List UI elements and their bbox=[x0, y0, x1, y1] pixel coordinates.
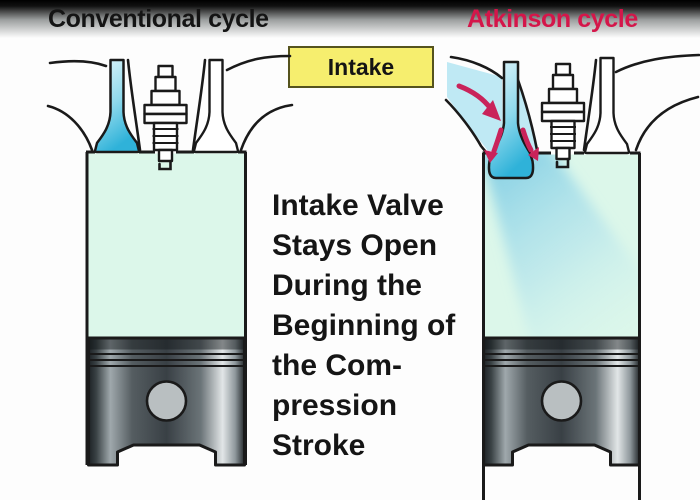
conventional-cycle-title: Conventional cycle bbox=[48, 5, 269, 33]
conventional-exhaust-valve-closed bbox=[192, 58, 240, 154]
intake-flow-arrows bbox=[456, 83, 539, 163]
atkinson-intake-stream bbox=[485, 154, 638, 338]
atkinson-port-walls bbox=[444, 53, 700, 155]
atkinson-engine bbox=[444, 53, 700, 500]
piston-crown-band bbox=[485, 339, 638, 350]
conventional-piston bbox=[87, 336, 246, 467]
piston-wrist-pin bbox=[145, 380, 188, 422]
intake-label-text: Intake bbox=[327, 53, 395, 80]
atkinson-cycle-title: Atkinson cycle bbox=[467, 5, 638, 33]
conventional-intake-valve-closed bbox=[93, 58, 141, 154]
caption-text: Intake Valve Stays Open During the Begin… bbox=[272, 189, 456, 462]
conventional-port-walls bbox=[46, 54, 294, 152]
flow-arrow-small-right bbox=[520, 127, 534, 153]
atkinson-spark-plug-icon bbox=[540, 62, 586, 169]
atkinson-piston bbox=[482, 336, 641, 467]
top-gradient-band bbox=[0, 0, 700, 38]
atkinson-exhaust-valve-closed bbox=[583, 56, 631, 155]
piston-wrist-pin bbox=[540, 380, 583, 422]
piston-crown-band bbox=[90, 339, 243, 350]
intake-label-badge: Intake bbox=[288, 46, 434, 88]
conventional-cylinder-charge bbox=[88, 153, 244, 338]
conventional-spark-plug-icon bbox=[143, 64, 188, 171]
flow-arrow-small-left bbox=[491, 127, 504, 154]
conventional-engine bbox=[46, 54, 294, 467]
